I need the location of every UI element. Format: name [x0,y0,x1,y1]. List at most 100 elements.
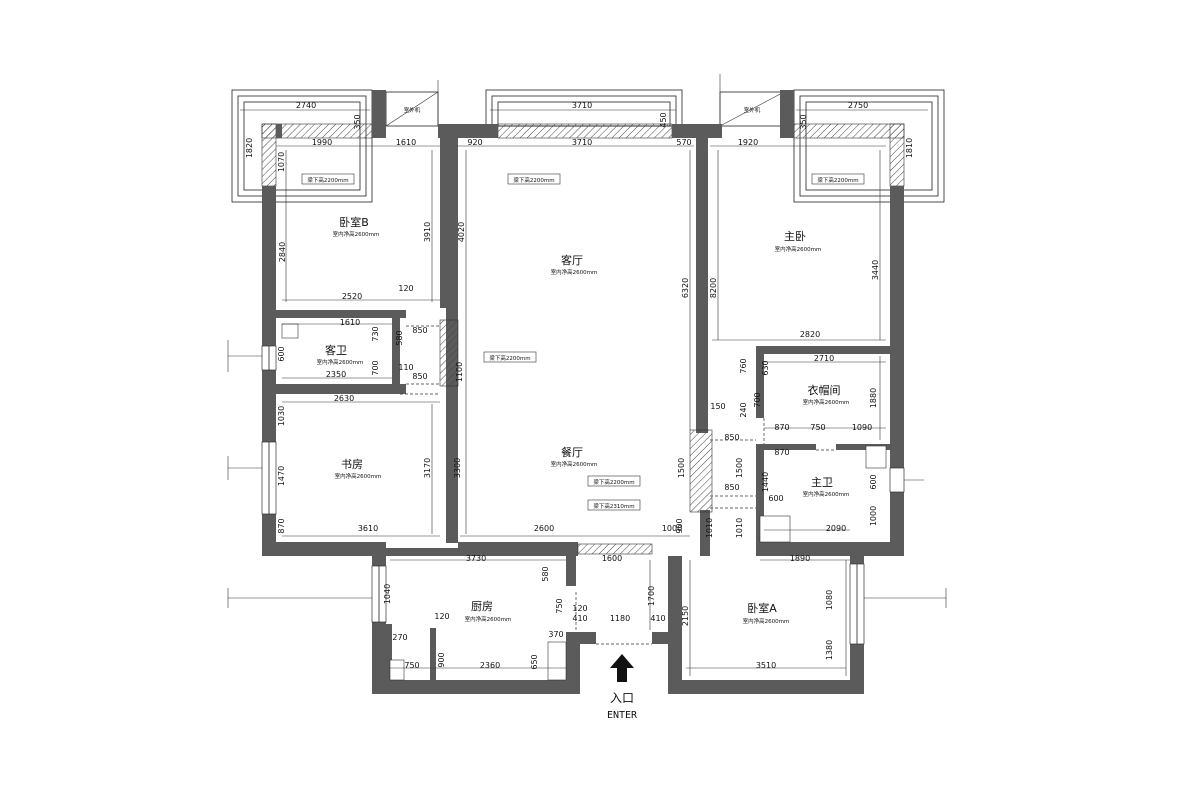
dim-text: 3170 [423,458,432,478]
dim-text: 1080 [825,590,834,610]
dim-text: 3300 [453,458,462,478]
dim-text: 3440 [871,260,880,280]
dim-text: 870 [774,423,789,432]
dim-text: 6320 [681,278,690,298]
dim-text: 630 [761,360,770,375]
room-name-closet: 衣帽间 [808,383,841,397]
dim-text: 2630 [334,394,354,403]
dim-text: 2750 [848,101,868,110]
dim-text: 1010 [705,518,714,538]
room-name-living: 客厅 [561,253,583,267]
door-openings [400,325,836,645]
dim-text: 120 [434,612,449,621]
room-name-master-bath: 主卫 [811,476,833,489]
dim-text: 900 [675,518,684,533]
beam-note-bedroom-b: 梁下高2200mm [307,176,348,184]
dim-text: 150 [710,402,725,411]
dim-text: 1610 [340,318,360,327]
dim-text: 750 [555,598,564,613]
beams [439,319,713,555]
windows [261,345,905,645]
dim-text: 1500 [677,458,686,478]
dim-text: 2150 [681,606,690,626]
dim-text: 2350 [326,370,346,379]
dim-text: 570 [676,138,691,147]
room-name-study: 书房 [341,458,363,471]
bay-window-left [231,89,373,203]
dim-text: 240 [739,402,748,417]
dim-text: 1030 [277,406,286,426]
room-height-study: 室内净高2600mm [335,472,382,480]
room-height-kitchen: 室内净高2600mm [465,615,512,623]
dim-text: 600 [277,346,286,361]
dim-text: 1990 [312,138,332,147]
dim-text: 1610 [396,138,416,147]
beam-note-corridor: 梁下高2200mm [489,354,530,362]
dim-text: 3710 [572,101,592,110]
dim-text: 1600 [602,554,622,563]
dim-text: 350 [799,114,808,129]
dim-text: 120 [398,284,413,293]
dim-text: 650 [530,654,539,669]
dim-text: 1440 [761,472,770,492]
dim-text: 3510 [756,661,776,670]
room-name-dining: 餐厅 [561,445,583,459]
beam-note-dining: 梁下高2200mm [593,478,634,486]
entrance-label-cn: 入口 [610,691,634,705]
dim-text: 120 [572,604,587,613]
outdoor-unit-label-left: 室外机 [404,106,421,114]
dim-text: 850 [412,372,427,381]
entrance-arrow-icon [610,654,634,682]
dim-text: 2360 [480,661,500,670]
dim-text: 1040 [383,584,392,604]
dim-text: 700 [753,392,762,407]
dim-text: 1090 [852,423,872,432]
dim-text: 900 [437,652,446,667]
dim-text: 2840 [278,242,287,262]
dim-text: 370 [548,630,563,639]
dim-text: 580 [395,330,404,345]
beam-note-master: 梁下高2200mm [817,176,858,184]
room-name-master: 主卧 [784,230,806,243]
bay-window-middle [485,89,683,139]
dim-text: 2820 [800,330,820,339]
dim-text: 750 [810,423,825,432]
dim-text: 850 [724,433,739,442]
dim-text: 1880 [869,388,878,408]
room-height-bedroom-a: 室内净高2600mm [743,617,790,625]
room-name-bedroom-a: 卧室A [747,601,777,615]
dim-text: 1890 [790,554,810,563]
outdoor-unit-platforms [385,74,785,127]
beam-note-boxes [301,173,865,511]
dim-text: 920 [467,138,482,147]
dim-text: 1000 [662,524,682,533]
dim-text: 1000 [869,506,878,526]
dim-text: 1820 [245,138,254,158]
dim-text: 8200 [709,278,718,298]
dim-text: 1100 [455,362,464,382]
dim-text: 3610 [358,524,378,533]
dim-text: 700 [371,360,380,375]
dim-text: 870 [277,518,286,533]
dim-text: 1810 [905,138,914,158]
dim-text: 1700 [647,586,656,606]
dim-text: 2520 [342,292,362,301]
dim-text: 4020 [457,222,466,242]
beam-note-living: 梁下高2200mm [513,176,554,184]
dim-text: 580 [541,566,550,581]
room-name-guest-bath: 客卫 [325,343,347,357]
room-height-bedroom-b: 室内净高2600mm [333,230,380,238]
dim-text: 600 [768,494,783,503]
dim-text: 410 [650,614,665,623]
outdoor-unit-label-right: 室外机 [744,106,761,114]
bay-window-right [793,89,945,203]
dim-text: 730 [371,326,380,341]
room-height-master-bath: 室内净高2600mm [803,490,850,498]
room-height-dining: 室内净高2600mm [551,460,598,468]
dimension-lines [227,109,947,676]
dim-text: 110 [398,363,413,372]
room-height-guest-bath: 室内净高2600mm [317,358,364,366]
dim-text: 760 [739,358,748,373]
dim-text: 1500 [735,458,744,478]
